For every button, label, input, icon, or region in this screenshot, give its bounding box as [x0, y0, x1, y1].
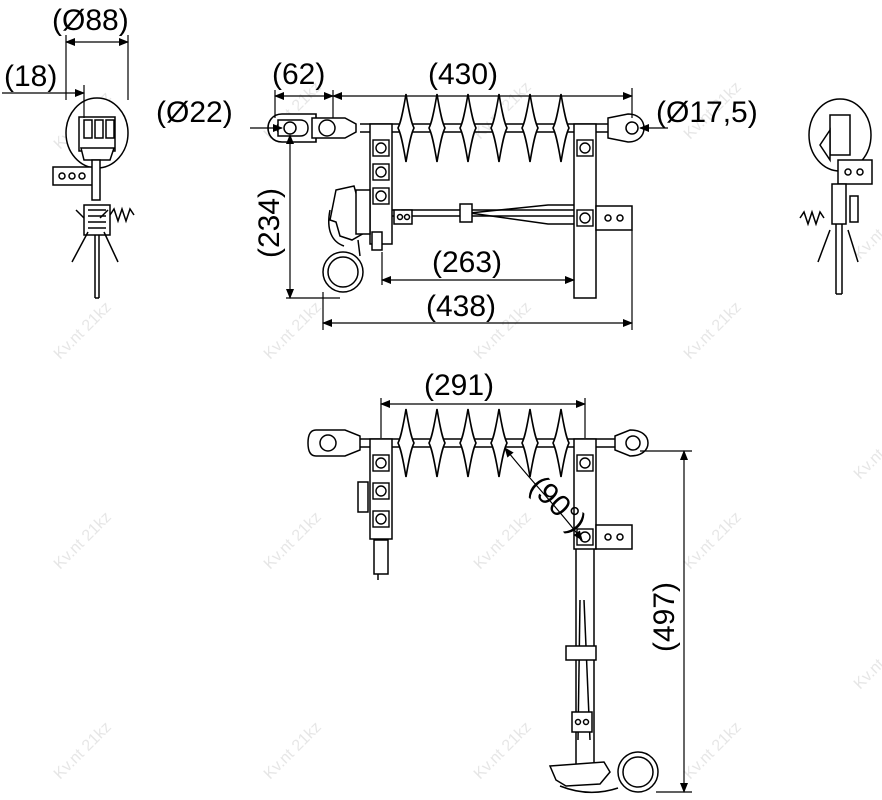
front-view-dimensions — [250, 88, 668, 330]
watermark-text: Kv.nt 21kz — [471, 719, 535, 783]
dim-263: (263) — [432, 246, 502, 279]
watermark-text: Kv.nt 21kz — [51, 509, 115, 573]
dim-291: (291) — [424, 369, 494, 402]
dim-diameter-17-5: (Ø17,5) — [656, 96, 758, 129]
bottom-view-dimensions — [380, 398, 692, 793]
watermark-text: Kv.nt 21kz — [851, 629, 882, 693]
watermark-text: Kv.nt 21kz — [681, 509, 745, 573]
watermark-text: Kv.nt 21kz — [851, 419, 882, 483]
watermark-text: Kv.nt 21kz — [261, 509, 325, 573]
watermark-text: Kv.nt 21kz — [261, 299, 325, 363]
dim-497: (497) — [648, 582, 681, 652]
dim-430: (430) — [428, 58, 498, 91]
dim-diameter-88: (Ø88) — [52, 4, 129, 37]
dim-diameter-22: (Ø22) — [156, 96, 233, 129]
watermark-text: Kv.nt 21kz — [471, 509, 535, 573]
watermark-text: Kv.nt 21kz — [51, 719, 115, 783]
bottom-view — [307, 408, 659, 793]
dim-18: (18) — [4, 60, 57, 93]
left-side-view — [52, 97, 135, 299]
watermark-text: Kv.nt 21kz — [681, 299, 745, 363]
dim-234: (234) — [253, 188, 286, 258]
watermark-text: Kv.nt 21kz — [51, 299, 115, 363]
left-view-dimensions — [2, 35, 129, 118]
watermark-text: Kv.nt 21kz — [681, 719, 745, 783]
dim-438: (438) — [426, 290, 496, 323]
dim-62: (62) — [272, 58, 325, 91]
watermark-text: Kv.nt 21kz — [261, 719, 325, 783]
right-side-view — [799, 98, 873, 295]
